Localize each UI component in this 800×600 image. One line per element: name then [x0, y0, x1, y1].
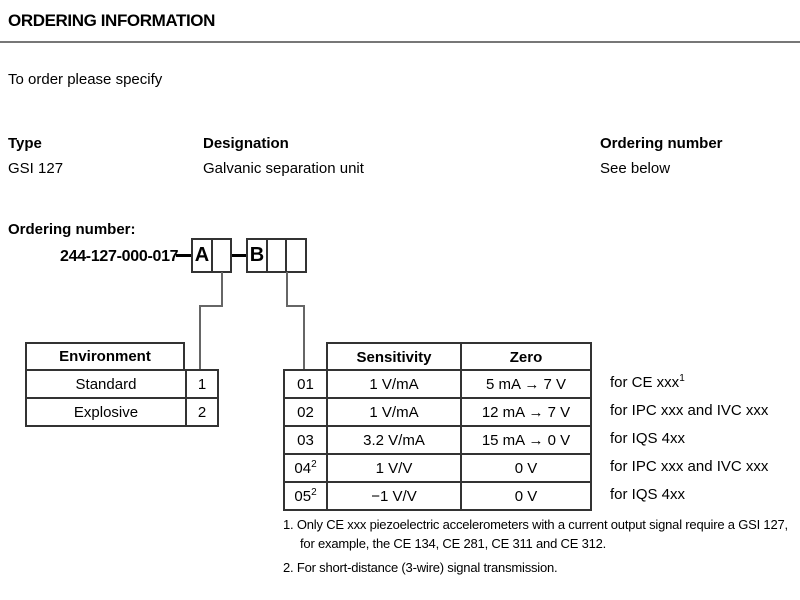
spec-value-type: GSI 127: [8, 160, 64, 177]
row-applicability-label: for IQS 4xx: [610, 430, 686, 447]
sensitivity-row-05: 052 −1 V/V 0 V: [283, 481, 592, 511]
sensitivity-table: 01 1 V/mA 5 mA → 7 V 02 1 V/mA 12 mA → 7…: [283, 369, 592, 511]
connector-b-drop: [286, 272, 288, 306]
ordering-base-number: 244-127-000-017: [60, 248, 179, 265]
zero-cell: 5 mA → 7 V: [460, 369, 592, 399]
sensitivity-cell: 1 V/V: [326, 453, 462, 483]
spec-col-designation: Designation Galvanic separation unit: [203, 135, 364, 178]
sensitivity-cell: 1 V/mA: [326, 397, 462, 427]
connector-a-horizontal: [199, 305, 223, 307]
spec-label-ordering-number: Ordering number: [600, 135, 723, 152]
intro-text: To order please specify: [8, 71, 163, 88]
code-box-b-letter-cell: B: [248, 240, 268, 271]
environment-row-explosive: Explosive 2: [25, 397, 219, 427]
environment-row-standard: Standard 1: [25, 369, 219, 399]
row-applicability-label: for CE xxx1: [610, 373, 685, 392]
footnote-1-line-2: for example, the CE 134, CE 281, CE 311 …: [300, 536, 607, 551]
sensitivity-row-04: 042 1 V/V 0 V: [283, 453, 592, 483]
sensitivity-cell: 3.2 V/mA: [326, 425, 462, 455]
sensitivity-cell: 1 V/mA: [326, 369, 462, 399]
dash-box-a-to-box-b: [232, 254, 246, 257]
spec-value-ordering-number: See below: [600, 160, 671, 177]
code-box-b-empty-cell-1: [268, 240, 287, 271]
sensitivity-header-cell: Sensitivity: [326, 342, 462, 372]
dash-number-to-box-a: [176, 254, 192, 257]
sensitivity-cell: −1 V/V: [326, 481, 462, 511]
option-code-cell: 052: [283, 481, 328, 511]
footnote-2: 2. For short-distance (3-wire) signal tr…: [283, 560, 558, 575]
row-applicability-label: for IQS 4xx: [610, 486, 686, 503]
code-box-b-empty-cell-2: [287, 240, 305, 271]
environment-table-header: Environment: [25, 342, 185, 371]
sensitivity-row-03: 03 3.2 V/mA 15 mA → 0 V: [283, 425, 592, 455]
spec-col-type: Type GSI 127: [8, 135, 63, 178]
sensitivity-row-01: 01 1 V/mA 5 mA → 7 V: [283, 369, 592, 399]
connector-b-to-table: [303, 305, 305, 369]
zero-cell: 0 V: [460, 481, 592, 511]
zero-cell: 15 mA → 0 V: [460, 425, 592, 455]
sensitivity-header-row: Sensitivity Zero: [326, 342, 592, 372]
code-box-a-letter-cell: A: [193, 240, 213, 271]
environment-table: Standard 1 Explosive 2: [25, 369, 219, 427]
code-box-b: B: [246, 238, 307, 273]
spec-col-ordering-number: Ordering number See below: [600, 135, 723, 178]
option-code-cell: 02: [283, 397, 328, 427]
connector-b-horizontal: [286, 305, 305, 307]
footnote-1-line-1: 1. Only CE xxx piezoelectric acceleromet…: [283, 517, 788, 532]
spec-label-type: Type: [8, 135, 42, 152]
code-superscript: 2: [311, 458, 317, 470]
sensitivity-table-header: Sensitivity Zero: [326, 342, 592, 372]
zero-cell: 0 V: [460, 453, 592, 483]
sensitivity-row-02: 02 1 V/mA 12 mA → 7 V: [283, 397, 592, 427]
spec-value-designation: Galvanic separation unit: [203, 160, 364, 177]
option-code-cell: 01: [283, 369, 328, 399]
row-applicability-label: for IPC xxx and IVC xxx: [610, 402, 769, 419]
environment-code-cell: 2: [185, 397, 219, 427]
code-superscript: 2: [311, 486, 317, 498]
connector-a-drop: [221, 272, 223, 306]
title-rule: [0, 41, 800, 43]
zero-cell: 12 mA → 7 V: [460, 397, 592, 427]
row-applicability-label: for IPC xxx and IVC xxx: [610, 458, 769, 475]
environment-name-cell: Explosive: [25, 397, 187, 427]
zero-header-cell: Zero: [460, 342, 592, 372]
page-title: ORDERING INFORMATION: [8, 11, 216, 30]
option-code-cell: 042: [283, 453, 328, 483]
environment-code-cell: 1: [185, 369, 219, 399]
footnote-ref-superscript: 1: [679, 373, 685, 384]
code-box-a: A: [191, 238, 232, 273]
option-code-cell: 03: [283, 425, 328, 455]
ordering-number-label: Ordering number:: [8, 221, 136, 238]
connector-a-to-table: [199, 305, 201, 370]
code-box-a-empty-cell: [213, 240, 230, 271]
environment-name-cell: Standard: [25, 369, 187, 399]
spec-label-designation: Designation: [203, 135, 289, 152]
